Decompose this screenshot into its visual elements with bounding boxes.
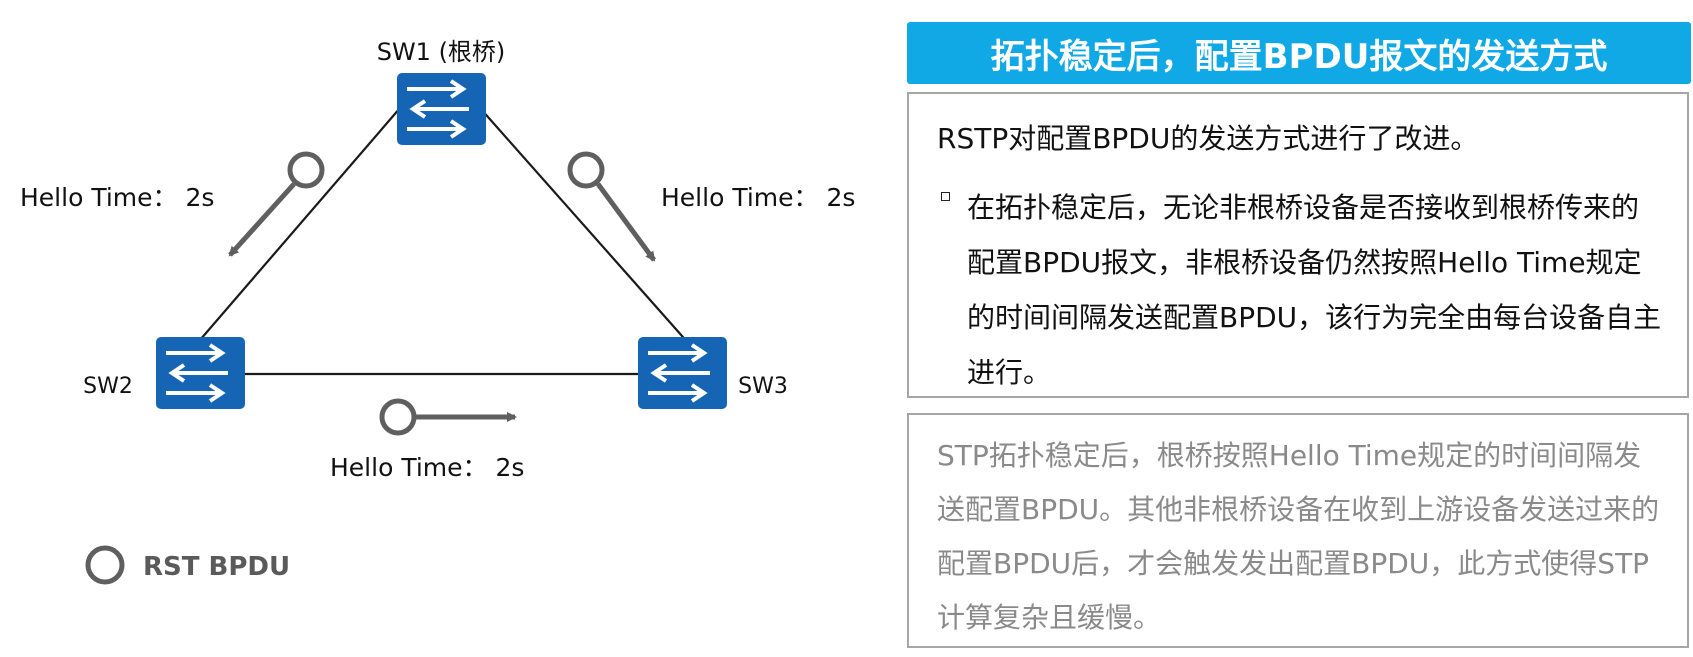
switch-sw1-icon xyxy=(397,73,486,145)
link-sw1-sw2 xyxy=(199,107,401,341)
link-sw1-sw3 xyxy=(479,107,691,346)
hello-time-label-right: Hello Time： 2s xyxy=(661,183,855,212)
bpdu-arrow-right xyxy=(567,151,657,262)
stp-note-text: STP拓扑稳定后，根桥按照Hello Time规定的时间间隔发送配置BPDU。其… xyxy=(937,439,1660,634)
intro-text: RSTP对配置BPDU的发送方式进行了改进。 xyxy=(937,122,1479,155)
panel-title: 拓扑稳定后，配置BPDU报文的发送方式 xyxy=(907,22,1691,84)
switch-sw3-icon xyxy=(638,337,727,409)
bpdu-arrow-bottom xyxy=(379,398,517,436)
sw1-label: SW1 (根桥) xyxy=(377,38,506,66)
bullet-square-icon xyxy=(941,192,950,201)
stp-note-box: STP拓扑稳定后，根桥按照Hello Time规定的时间间隔发送配置BPDU。其… xyxy=(907,413,1689,648)
hello-time-label-bottom: Hello Time： 2s xyxy=(330,453,524,482)
bpdu-arrow-left xyxy=(228,151,325,257)
rstp-description-box: RSTP对配置BPDU的发送方式进行了改进。 在拓扑稳定后，无论非根桥设备是否接… xyxy=(907,92,1689,398)
legend-label: RST BPDU xyxy=(143,552,290,582)
sw2-label: SW2 xyxy=(83,374,133,399)
topology-diagram: SW1 (根桥) SW2 SW3 Hello Time： 2s Hello Ti… xyxy=(20,38,855,585)
legend-bpdu-icon xyxy=(85,545,125,585)
sw3-label: SW3 xyxy=(738,374,788,399)
switch-sw2-icon xyxy=(156,337,245,409)
bullet-text: 在拓扑稳定后，无论非根桥设备是否接收到根桥传来的配置BPDU报文，非根桥设备仍然… xyxy=(967,191,1662,389)
hello-time-label-left: Hello Time： 2s xyxy=(20,183,214,212)
